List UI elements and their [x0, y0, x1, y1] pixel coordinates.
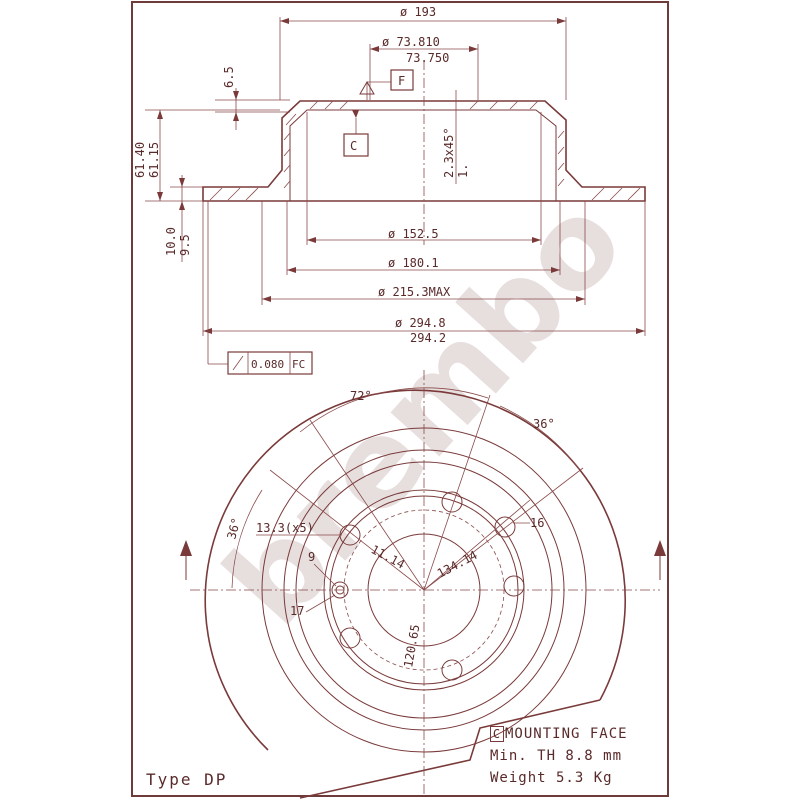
angle-36-left: 36°: [224, 516, 243, 541]
angle-72: 72°: [350, 389, 372, 403]
hole-17: 17: [290, 604, 304, 618]
dim-chamfer: 2.3x45°: [442, 127, 456, 178]
min-thickness: Min. TH 8.8 mm: [490, 748, 623, 764]
angle-36-right: 36°: [533, 417, 555, 431]
mounting-face-code: C: [490, 726, 504, 742]
dim-height-max: 61.40: [133, 142, 147, 178]
dim-thickness-max: 10.0: [164, 227, 178, 256]
dim-d152: ø 152.5: [388, 227, 439, 241]
dim-height-min: 61.15: [147, 142, 161, 178]
type-label: Type DP: [146, 770, 228, 789]
section-hatch: [209, 100, 641, 201]
dim-outer-min: 294.2: [410, 331, 446, 345]
hole-9: 9: [308, 550, 315, 564]
hole-16: 16: [530, 516, 544, 530]
hole-spec: 13.3(x5): [256, 521, 314, 535]
drawing-frame: [131, 1, 669, 797]
dim-bore-max: ø 73.810: [382, 35, 440, 49]
section-view: ø 193 ø 73.810 73.750 F C 6.5 61.40: [133, 5, 646, 375]
pcd-2: 134.14: [435, 548, 480, 581]
datum-c: C: [350, 139, 357, 153]
datum-f: F: [398, 74, 405, 88]
weight: Weight 5.3 Kg: [490, 770, 613, 786]
dim-chamfer-sub: 1.: [456, 164, 470, 178]
dim-thickness-min: 9.5: [178, 234, 192, 256]
dim-outer-max: ø 294.8: [395, 316, 446, 330]
brembo-watermark: brembo: [199, 172, 650, 651]
dim-d180: ø 180.1: [388, 256, 439, 270]
runout-ref: FC: [292, 358, 305, 371]
dim-bore-min: 73.750: [406, 51, 449, 65]
disc-inner-line: [289, 109, 557, 201]
dim-hat-step: 6.5: [222, 66, 236, 88]
dim-d215: ø 215.3MAX: [378, 285, 451, 299]
dim-overall: ø 193: [400, 5, 436, 19]
mounting-face-label: MOUNTING FACE: [505, 726, 628, 742]
watermark-text: brembo: [199, 172, 650, 651]
runout-value: 0.080: [251, 358, 284, 371]
